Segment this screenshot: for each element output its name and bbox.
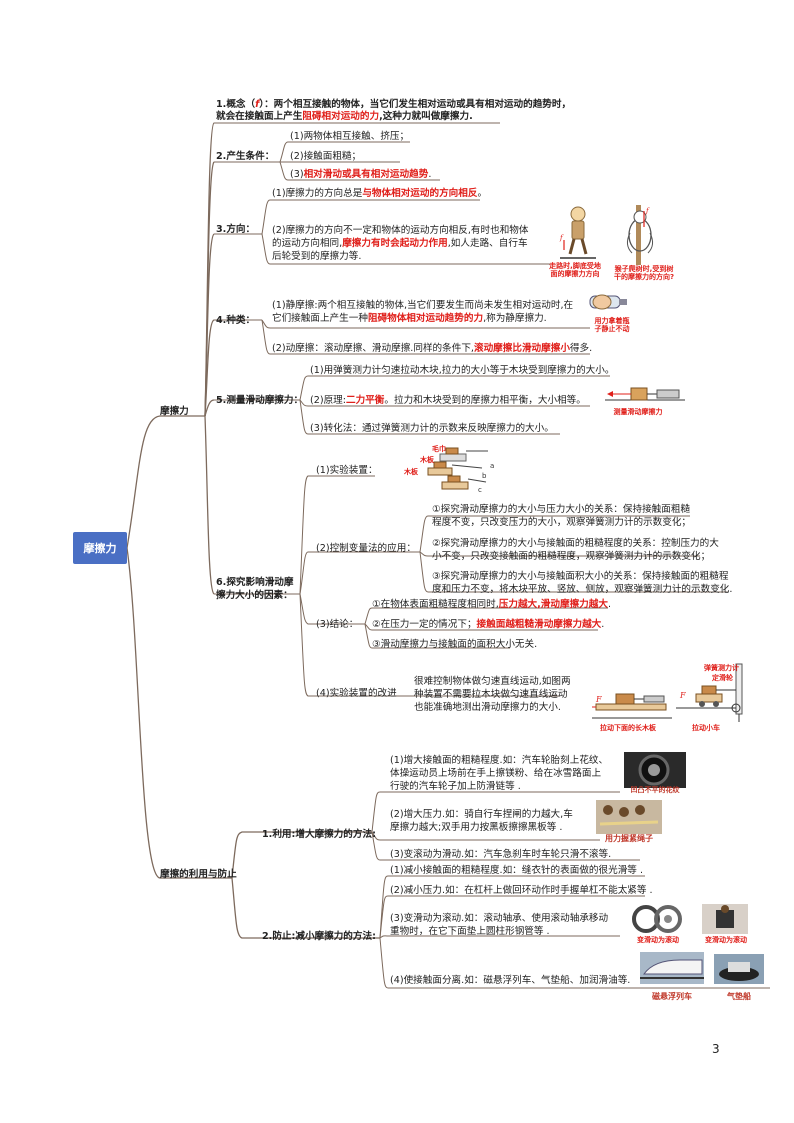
experiment-setup-illustration: 毛巾 木板 木板 a b c	[403, 444, 494, 494]
prevent-1: (1)减小接触面的粗糙程度.如：缝衣针的表面做的很光滑等 .	[390, 865, 643, 876]
monkey-climbing-illustration: f	[626, 205, 654, 265]
monkey-caption: 猴子爬树时,受到树干的摩擦力的方向?	[613, 265, 675, 282]
cart-pull-illustration: F 弹簧测力计 定滑轮	[676, 663, 743, 722]
branch-friction-label: 摩擦力	[160, 406, 189, 417]
hovercraft-image	[714, 954, 764, 984]
spring-scale-measure-illustration	[605, 387, 685, 401]
direction-1: (1)摩擦力的方向总是与物体相对运动的方向相反。	[272, 188, 488, 199]
board-label-1: 木板	[419, 455, 435, 464]
rope-caption: 用力握紧绳子	[605, 834, 653, 843]
tire-caption: 凹凸不平的花纹	[630, 786, 680, 794]
direction-2-line-2: 的运动方向相同,摩擦力有时会起动力作用,如人走路、自行车	[272, 238, 528, 249]
use-1-line-2: 体操运动员上场前在手上擦镁粉、给在冰雪路面上	[390, 768, 602, 779]
use-2-line-1: (2)增大压力.如：骑自行车捏闸的力越大,车	[390, 809, 573, 820]
conclusion-3: ③滑动摩擦力与接触面的面积大小无关.	[372, 639, 538, 650]
measure-label: 5.测量滑动摩擦力：	[216, 395, 304, 406]
conclusion-1: ①在物体表面粗糙程度相同时,压力越大,滑动摩擦力越大.	[372, 599, 612, 610]
prevent-3-line-2: 重物时，在它下面垫上圆柱形钢管等 .	[390, 926, 550, 937]
prevent-2: (2)减小压力.如：在杠杆上做回环动作时手握单杠不能太紧等 .	[390, 885, 653, 896]
maglev-train-image	[640, 952, 704, 984]
svg-text:f: f	[559, 234, 564, 242]
control-3-line-2: 度和压力不变，将木块平放、竖放、侧放，观察弹簧测力计的示数变化.	[432, 584, 733, 595]
direction-2-line-3: 后轮受到的摩擦力等.	[272, 251, 362, 262]
bottle-caption: 用力拿着瓶子静止不动	[594, 317, 630, 334]
suitcase-caption: 变滑动为滚动	[705, 936, 747, 944]
use-2-line-2: 摩擦力越大;双手用力按黑板擦擦黑板等 .	[390, 822, 563, 833]
tire-tread-image	[624, 752, 686, 788]
measure-3: (3)转化法：通过弹簧测力计的示数来反映摩擦力的大小。	[310, 423, 554, 434]
root-node[interactable]: 摩擦力	[73, 532, 127, 564]
cart-pull-caption: 拉动小车	[692, 724, 720, 732]
use-label: 1.利用:增大摩擦力的方法:	[262, 829, 376, 840]
bearing-caption: 变滑动为滚动	[637, 936, 679, 944]
maglev-caption: 磁悬浮列车	[652, 992, 692, 1001]
types-label: 4.种类：	[216, 315, 256, 326]
improve-line-2: 种装置不需要拉木块做匀速直线运动	[414, 689, 568, 700]
improve-line-1: 很难控制物体做匀速直线运动,如图两	[414, 676, 571, 687]
prevent-4: (4)使接触面分离.如：磁悬浮列车、气垫船、加润滑油等.	[390, 975, 631, 986]
static-friction-line-1: (1)静摩擦:两个相互接触的物体,当它们要发生而尚未发生相对运动时,在	[272, 300, 574, 311]
use-3: (3)变滚动为滑动.如：汽车急刹车时车轮只滑不滚等.	[390, 849, 612, 860]
force-F-2: F	[679, 691, 686, 700]
pulley-label: 定滑轮	[712, 673, 733, 682]
measure-caption: 测量滑动摩擦力	[613, 408, 663, 416]
improve-line-3: 也能准确地测出滑动摩擦力的大小.	[414, 702, 561, 713]
measure-2: (2)原理:二力平衡。拉力和木块受到的摩擦力相平衡，大小相等。	[310, 395, 586, 406]
control-label: (2)控制变量法的应用：	[316, 543, 416, 554]
direction-2-line-1: (2)摩擦力的方向不一定和物体的运动方向相反,有时也和物体	[272, 225, 529, 236]
spring-scale-label: 弹簧测力计	[704, 663, 739, 672]
page-number: 3	[712, 1042, 720, 1056]
prevent-label: 2.防止:减小摩擦力的方法:	[262, 931, 376, 942]
condition-2: (2)接触面粗糙；	[290, 151, 362, 162]
use-1-line-3: 行驶的汽车轮子加上防滑链等 .	[390, 781, 521, 792]
direction-label: 3.方向：	[216, 224, 256, 235]
condition-1: (1)两物体相互接触、挤压；	[290, 131, 410, 142]
board-pull-caption: 拉动下面的长木板	[600, 724, 656, 732]
hovercraft-caption: 气垫船	[727, 992, 751, 1001]
ball-bearing-image	[632, 905, 682, 933]
conclusion-label: (3)结论：	[316, 619, 359, 630]
measure-1: (1)用弹簧测力计匀速拉动木块,拉力的大小等于木块受到摩擦力的大小。	[310, 365, 615, 376]
use-1-line-1: (1)增大接触面的粗糙程度.如：汽车轮胎刻上花纹、	[390, 755, 609, 766]
tug-of-war-image	[596, 800, 662, 834]
walking-person-illustration: f	[559, 206, 596, 259]
concept-line-1: 1.概念（f）：两个相互接触的物体，当它们发生相对运动或具有相对运动的趋势时，	[216, 99, 572, 110]
factors-label-line-1: 6.探究影响滑动摩	[216, 577, 294, 588]
control-1-line-2: 程度不变，只改变压力的大小，观察弹簧测力计的示数变化；	[432, 517, 692, 528]
conditions-label: 2.产生条件：	[216, 151, 275, 162]
branch-use-prevent-label: 摩擦的利用与防止	[160, 869, 237, 880]
walking-caption: 走路时,脚底受地面的摩擦力方向	[549, 262, 601, 279]
force-F-1: F	[595, 695, 602, 704]
static-friction-line-2: 它们接触面上产生一种阻碍物体相对运动趋势的力,称为静摩擦力.	[272, 313, 547, 324]
board-pull-illustration: F	[592, 693, 672, 719]
bottle-hand-illustration	[589, 294, 627, 310]
control-2-line-2: 小不变，只改变接触面的粗糙程度，观察弹簧测力计的示数变化；	[432, 551, 711, 562]
control-1-line-1: ①探究滑动摩擦力的大小与压力大小的关系：保持接触面粗糙	[432, 504, 691, 515]
prevent-3-line-1: (3)变滑动为滚动.如：滚动轴承、使用滚动轴承移动	[390, 913, 609, 924]
control-3-line-1: ③探究滑动摩擦力的大小与接触面积大小的关系：保持接触面的粗糙程	[432, 571, 729, 582]
label-a: a	[490, 462, 494, 470]
concept-line-2: 就会在接触面上产生阻碍相对运动的力,这种力就叫做摩擦力.	[216, 111, 473, 122]
conclusion-2: ②在压力一定的情况下；接触面越粗糙滑动摩擦力越大.	[372, 619, 605, 630]
setup-label: (1)实验装置：	[316, 465, 378, 476]
rolling-suitcase-image	[702, 904, 748, 934]
svg-text:f: f	[645, 207, 650, 215]
board-label-2: 木板	[403, 467, 419, 476]
improve-label: (4)实验装置的改进	[316, 688, 397, 699]
control-2-line-1: ②探究滑动摩擦力的大小与接触面的粗糙程度的关系：控制压力的大	[432, 538, 719, 549]
label-b: b	[482, 472, 487, 480]
label-c: c	[478, 486, 482, 494]
kinetic-friction: (2)动摩擦：滚动摩擦、滑动摩擦.同样的条件下,滚动摩擦比滑动摩擦小得多.	[272, 343, 593, 354]
towel-label: 毛巾	[432, 444, 446, 453]
factors-label-line-2: 擦力大小的因素：	[216, 590, 293, 601]
condition-3: (3)相对滑动或具有相对运动趋势.	[290, 169, 432, 180]
